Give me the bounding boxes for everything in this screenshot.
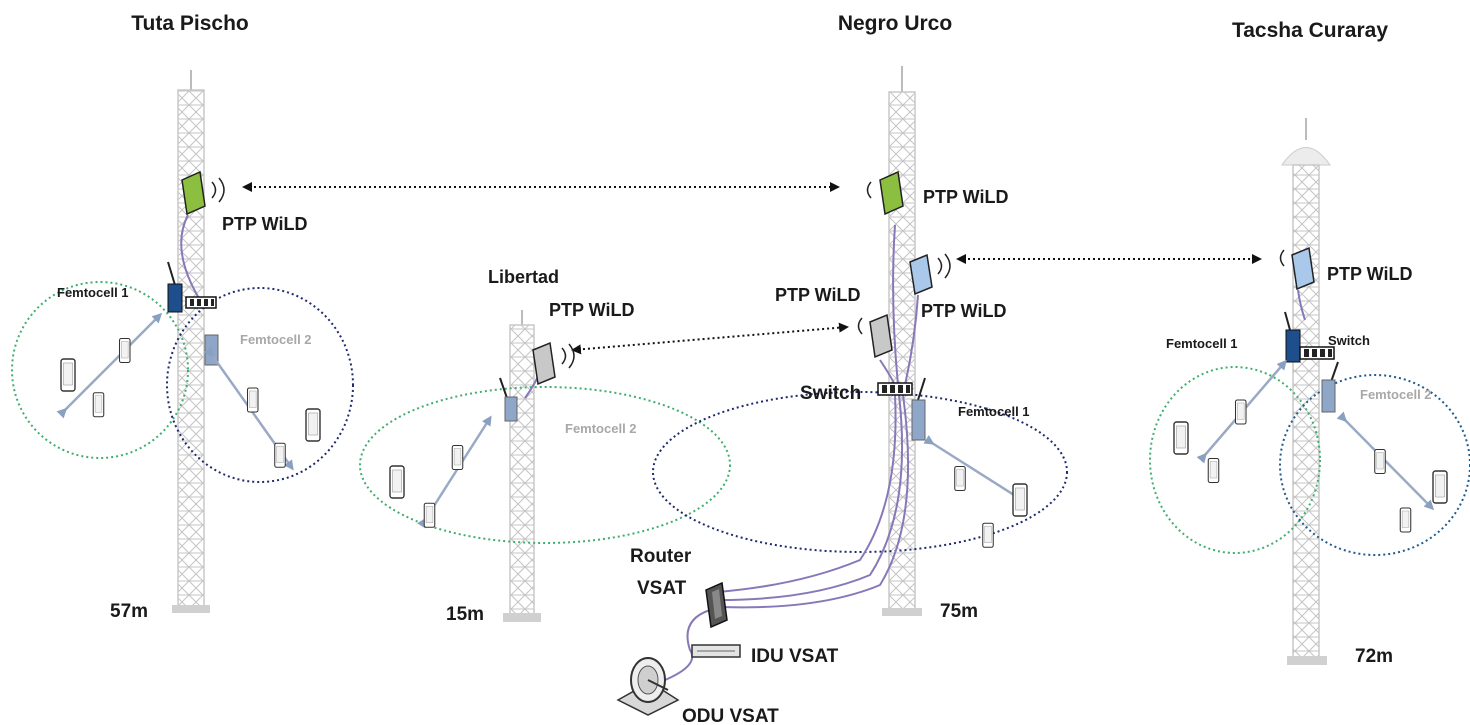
height-label-libertad: 15m <box>446 604 484 625</box>
router-vsat-label-line1: Router <box>630 546 692 567</box>
idu-vsat-label: IDU VSAT <box>751 646 839 667</box>
odu-vsat-dish <box>616 657 680 716</box>
ptp-label-libertad: PTP WiLD <box>549 300 635 320</box>
ptp-antenna-tuta <box>181 170 225 216</box>
site-name-libertad: Libertad <box>488 267 559 287</box>
idu-vsat-device <box>691 644 741 658</box>
height-label-tuta: 57m <box>110 601 148 622</box>
switch-tuta <box>185 296 217 309</box>
ptp-antenna-tacsha <box>1279 246 1315 291</box>
femtocell-libertad <box>499 377 518 422</box>
switch-label-tacsha: Switch <box>1328 333 1370 348</box>
site-name-tuta-pischo: Tuta Pischo <box>131 12 248 35</box>
femtocell-label-tacsha-2: Femtocell 2 <box>1360 387 1432 402</box>
femtocell-tacsha-2 <box>1321 361 1339 413</box>
femtocell-label-negro-1: Femtocell 1 <box>958 404 1030 419</box>
height-label-tacsha: 72m <box>1355 646 1393 667</box>
cables <box>180 214 1306 681</box>
coverage-libertad-femto2 <box>359 386 731 544</box>
ptp-label-negro-c: PTP WiLD <box>775 285 861 305</box>
femtocell-tacsha-1 <box>1284 311 1301 363</box>
ptp-label-negro-b: PTP WiLD <box>921 301 1007 321</box>
ptp-label-tacsha: PTP WiLD <box>1327 264 1413 284</box>
coverage-negro-femto1 <box>652 391 1068 553</box>
router-vsat-device <box>705 581 728 629</box>
switch-label-negro: Switch <box>800 383 861 404</box>
coverage-tacsha-femto2 <box>1279 374 1470 556</box>
ptp-antenna-negro-b <box>909 253 951 296</box>
ptp-label-negro-a: PTP WiLD <box>923 187 1009 207</box>
femtocell-negro-1 <box>911 377 926 441</box>
link-libertad-negro <box>571 322 849 355</box>
height-label-negro: 75m <box>940 601 978 622</box>
coverage-tuta-femto1 <box>11 281 189 459</box>
mobile-users <box>56 312 1448 548</box>
tower-libertad <box>503 310 541 622</box>
femtocell-tuta-1 <box>167 261 183 313</box>
ptp-label-tuta: PTP WiLD <box>222 214 308 234</box>
switch-negro <box>877 382 913 396</box>
coverage-tacsha-femto1 <box>1149 366 1321 554</box>
ptp-antenna-negro-a <box>866 170 904 216</box>
femtocell-label-libertad-2: Femtocell 2 <box>565 421 637 436</box>
odu-vsat-label: ODU VSAT <box>682 706 779 725</box>
ptp-antenna-libertad <box>532 341 575 386</box>
tower-tuta-pischo <box>172 70 210 613</box>
femtocell-label-tuta-2: Femtocell 2 <box>240 332 312 347</box>
femtocell-label-tacsha-1: Femtocell 1 <box>1166 336 1238 351</box>
site-name-tacsha-curaray: Tacsha Curaray <box>1232 19 1388 42</box>
site-name-negro-urco: Negro Urco <box>838 12 952 35</box>
switch-tacsha <box>1299 346 1335 360</box>
femtocell-label-tuta-1: Femtocell 1 <box>57 285 129 300</box>
ptp-antenna-negro-c <box>857 313 893 359</box>
router-vsat-label-line2: VSAT <box>637 578 687 599</box>
coverage-tuta-femto2 <box>166 287 354 483</box>
